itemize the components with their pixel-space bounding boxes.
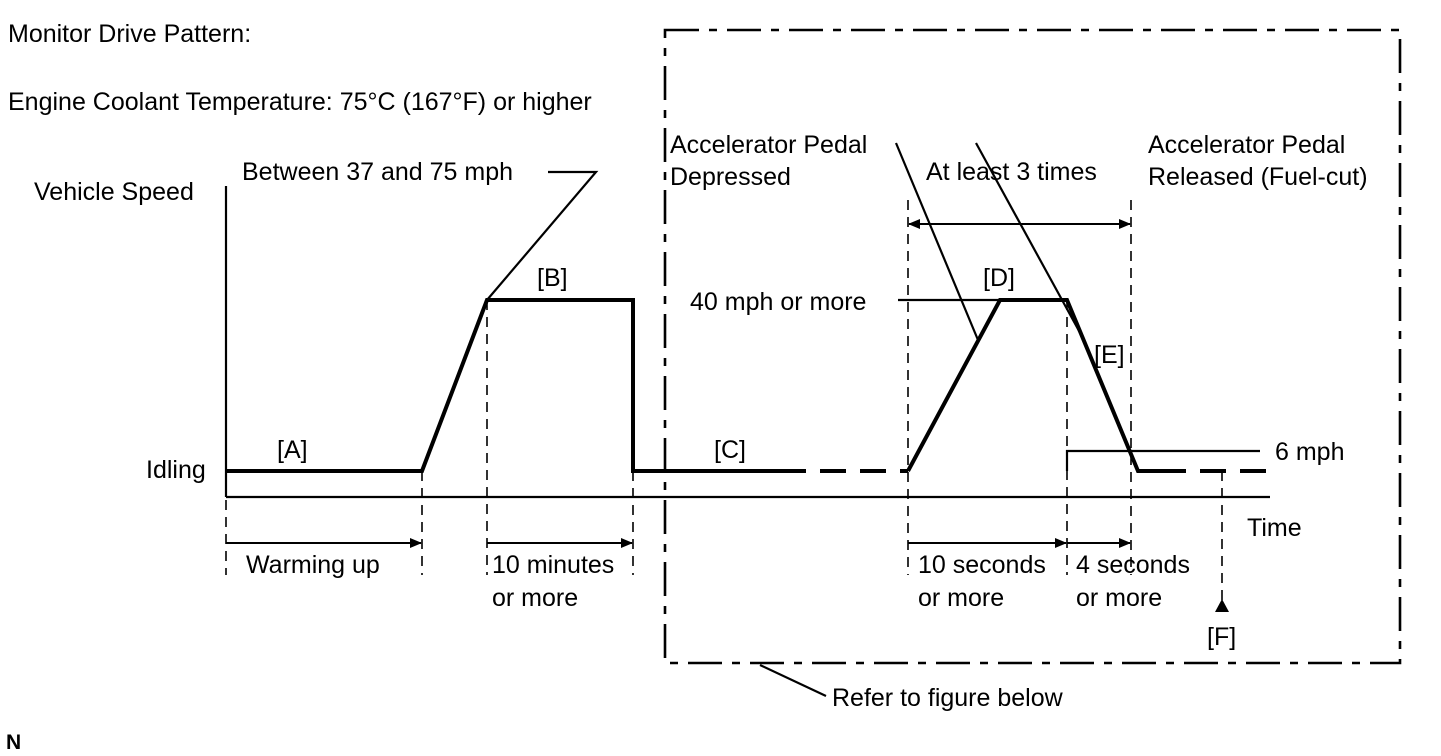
ten-minutes-label-line1: 10 minutes xyxy=(492,551,614,579)
step-f-triangle xyxy=(1215,599,1229,612)
speed-6-label: 6 mph xyxy=(1275,438,1344,466)
warming-label: Warming up xyxy=(246,551,380,579)
pedal-released-leader xyxy=(975,142,1085,341)
speed-profile-main xyxy=(226,298,780,473)
speed-40-label: 40 mph or more xyxy=(690,288,866,316)
step-d-label: [D] xyxy=(983,264,1015,292)
x-axis-label: Time xyxy=(1247,514,1302,542)
refer-leader xyxy=(759,664,827,697)
y-axis-label: Vehicle Speed xyxy=(34,178,194,206)
step-b-label: [B] xyxy=(537,264,568,292)
four-seconds-label-line2: or more xyxy=(1076,584,1162,612)
step-f-label: [F] xyxy=(1207,623,1236,651)
corner-mark: N xyxy=(6,731,21,754)
ten-minutes-label-line2: or more xyxy=(492,584,578,612)
ten-seconds-label-line1: 10 seconds xyxy=(918,551,1046,579)
speed-range-label: Between 37 and 75 mph xyxy=(242,158,513,186)
four-seconds-label-line1: 4 seconds xyxy=(1076,551,1190,579)
repeat-label: At least 3 times xyxy=(926,158,1097,186)
reference-box xyxy=(663,28,1402,665)
speed-6-line xyxy=(1065,449,1260,471)
refer-label: Refer to figure below xyxy=(832,684,1064,712)
diagram-title: Monitor Drive Pattern: xyxy=(8,20,251,48)
pedal-depressed-label-line2: Depressed xyxy=(670,163,791,191)
coolant-condition: Engine Coolant Temperature: 75°C (167°F)… xyxy=(8,88,592,116)
pedal-depressed-leader xyxy=(894,142,980,341)
pedal-depressed-label-line1: Accelerator Pedal xyxy=(670,131,867,159)
pedal-released-label-line1: Accelerator Pedal xyxy=(1148,131,1345,159)
pedal-released-label-line2: Released (Fuel-cut) xyxy=(1148,163,1368,191)
step-e-label: [E] xyxy=(1094,341,1125,369)
speed-profile-accel-decel xyxy=(906,298,1160,473)
speed-range-leader xyxy=(486,170,599,301)
step-a-label: [A] xyxy=(277,436,308,464)
idling-label: Idling xyxy=(146,456,206,484)
step-c-label: [C] xyxy=(714,436,746,464)
ten-seconds-label-line2: or more xyxy=(918,584,1004,612)
